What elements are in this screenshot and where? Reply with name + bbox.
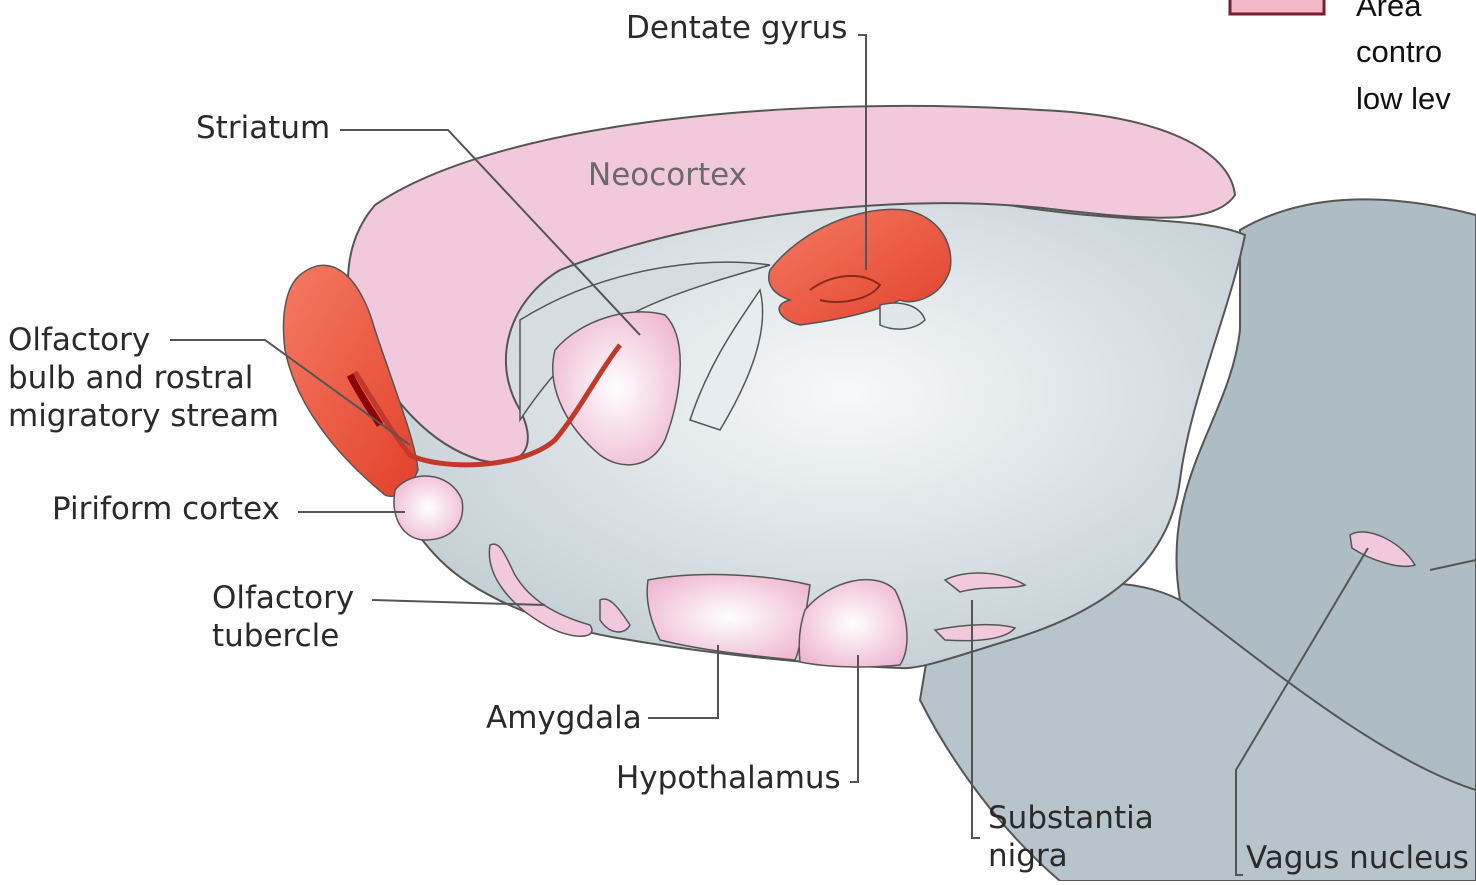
label-olfactory-bulb: Olfactory bulb and rostral migratory str… bbox=[8, 322, 279, 435]
legend-swatch bbox=[1230, 0, 1324, 14]
legend-line-2: contro bbox=[1356, 32, 1442, 72]
label-olfactory-tubercle: Olfactory tubercle bbox=[212, 580, 354, 656]
label-amygdala: Amygdala bbox=[486, 700, 642, 738]
label-hypothalamus: Hypothalamus bbox=[616, 760, 841, 798]
leader-amygdala bbox=[648, 645, 718, 718]
label-piriform-cortex: Piriform cortex bbox=[52, 491, 280, 529]
legend-line-3: low lev bbox=[1356, 79, 1451, 119]
leader-hypothalamus bbox=[850, 655, 858, 782]
label-neocortex: Neocortex bbox=[588, 157, 747, 195]
label-dentate-gyrus: Dentate gyrus bbox=[626, 10, 847, 48]
label-substantia-nigra: Substantia nigra bbox=[988, 800, 1154, 876]
legend-line-1: Area bbox=[1356, 0, 1421, 26]
piriform-cortex-region bbox=[394, 476, 463, 540]
label-vagus-nucleus: Vagus nucleus bbox=[1246, 840, 1469, 878]
label-striatum: Striatum bbox=[196, 110, 330, 148]
